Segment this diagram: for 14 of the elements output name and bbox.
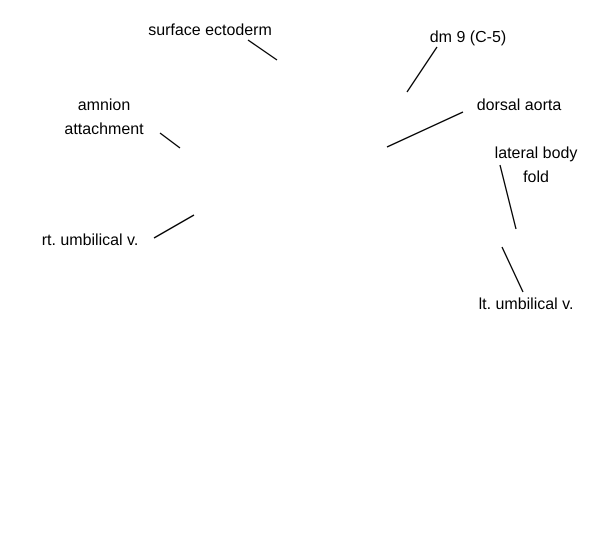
callout-label: amnion attachment <box>56 94 152 142</box>
callout-label: lt. umbilical v. <box>462 293 590 317</box>
leader-line <box>154 214 194 239</box>
leader-line <box>406 46 438 92</box>
callout-label: rt. umbilical v. <box>26 229 154 253</box>
callout-label: lateral body fold <box>480 142 592 190</box>
callout-label: dm 9 (C-5) <box>416 26 520 50</box>
leader-line <box>248 39 278 61</box>
leader-line <box>501 246 524 292</box>
leader-line <box>499 164 517 230</box>
leader-line <box>160 132 180 149</box>
callout-label: dorsal aorta <box>462 94 576 118</box>
leader-line <box>386 111 464 148</box>
callout-label: surface ectoderm <box>130 19 290 43</box>
